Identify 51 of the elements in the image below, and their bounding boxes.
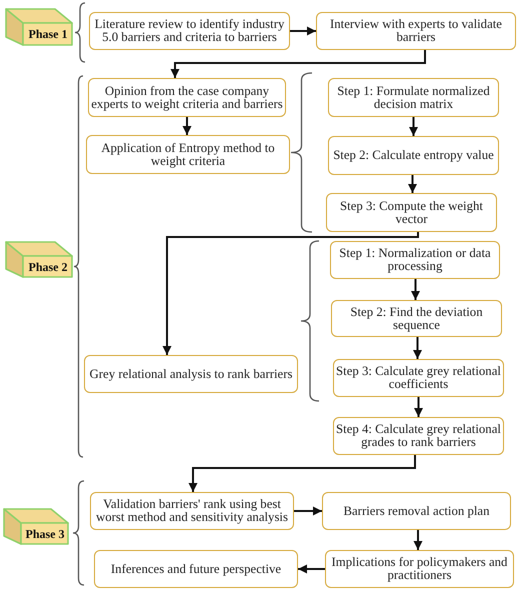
process-box xyxy=(328,78,499,117)
arrow xyxy=(408,175,417,193)
process-box xyxy=(89,12,290,50)
arrow xyxy=(170,50,426,78)
box-text: Validation barriers' rank using best worst method and sensitivity analysis xyxy=(95,498,289,524)
box-text: Step 1: Normalization or data processing xyxy=(338,247,492,273)
process-box xyxy=(86,135,290,174)
process-box xyxy=(326,193,497,232)
phase-label: Phase 3 xyxy=(26,526,64,542)
box-text: Opinion from the case company experts to weight criteria and barriers xyxy=(91,84,283,110)
process-box xyxy=(94,550,298,588)
box-text: Step 4: Calculate grey relational grades to rank barriers xyxy=(336,423,501,449)
arrow xyxy=(290,26,316,36)
arrow xyxy=(411,279,420,300)
arrow xyxy=(414,530,422,550)
phase-label: Phase 2 xyxy=(28,260,68,274)
arrow xyxy=(414,397,423,417)
box-text: Literature review to identify industry 5.0 barriers and criteria to barriers xyxy=(94,18,286,44)
process-box xyxy=(330,241,500,279)
box-text: Application of Entropy method to weight criteria xyxy=(100,142,276,168)
process-box xyxy=(328,136,499,175)
process-box xyxy=(88,78,286,117)
box-text: Step 2: Find the deviation sequence xyxy=(349,306,484,332)
process-box xyxy=(333,359,504,397)
box-text: Inferences and future perspective xyxy=(110,562,282,576)
box-text: Interview with experts to validate barriers xyxy=(329,18,503,44)
process-box xyxy=(331,300,502,337)
process-box xyxy=(322,492,511,530)
process-box xyxy=(90,492,294,530)
box-text: Grey relational analysis to rank barriers xyxy=(90,368,292,380)
phase-label: Phase 1 xyxy=(28,27,68,42)
arrow xyxy=(182,117,192,135)
arrow xyxy=(162,232,419,355)
arrow xyxy=(413,337,422,359)
box-text: Step 2: Calculate entropy value xyxy=(333,149,494,162)
process-box xyxy=(84,355,298,393)
process-box xyxy=(316,12,516,50)
box-text: Step 1: Formulate normalized decision matrix xyxy=(336,84,491,110)
arrow xyxy=(188,455,416,492)
phase-block xyxy=(5,241,73,278)
process-box xyxy=(325,550,514,588)
phase-block xyxy=(5,8,73,46)
box-text: Barriers removal action plan xyxy=(343,504,490,518)
box-text: Step 3: Calculate grey relational coefficients xyxy=(336,365,501,391)
phase-block xyxy=(3,508,69,545)
arrow xyxy=(298,564,325,574)
process-box xyxy=(333,417,504,455)
arrow xyxy=(409,117,418,136)
box-text: Implications for policymakers and practitioners xyxy=(330,556,508,582)
arrow xyxy=(294,506,322,516)
box-text: Step 3: Compute the weight vector xyxy=(339,200,484,226)
